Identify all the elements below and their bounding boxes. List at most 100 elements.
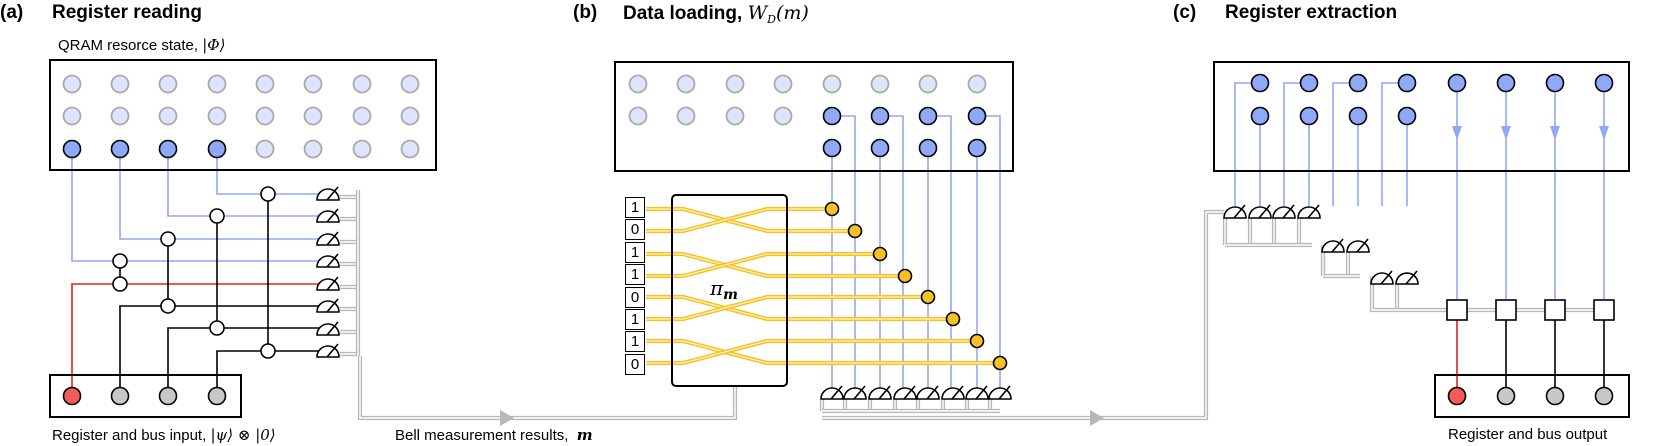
bus-qubit-in xyxy=(110,386,130,406)
resource-state-box-c xyxy=(1213,61,1630,172)
wire-c-upper xyxy=(1234,82,1252,206)
qubit-a xyxy=(110,74,130,94)
qubit-b xyxy=(725,106,745,126)
qubit-b xyxy=(967,74,987,94)
qubit-c xyxy=(1299,73,1319,93)
bit-cell: 1 xyxy=(625,309,645,330)
panel-b-title-sub: D xyxy=(767,13,776,26)
panel-b-letter: (b) xyxy=(573,2,598,23)
teleport-arrow xyxy=(1501,126,1511,140)
resource-state-text: QRAM resorce state, xyxy=(58,37,199,54)
wire-c-upper xyxy=(1332,82,1350,206)
resource-state-label: QRAM resorce state, |Φ⟩ xyxy=(58,36,225,54)
resource-state-box-a xyxy=(49,59,437,171)
qubit-a xyxy=(303,139,323,159)
measurement-icon xyxy=(1395,270,1419,285)
qubit-c xyxy=(1447,73,1467,93)
qubit-b xyxy=(773,106,793,126)
qubit-b xyxy=(822,138,842,158)
qubit-b xyxy=(870,106,890,126)
panel-c-letter: (c) xyxy=(1173,2,1197,23)
wire-a-q3 xyxy=(167,158,320,217)
bit-cell: 1 xyxy=(625,264,645,286)
qubit-a xyxy=(255,139,275,159)
qubit-a xyxy=(303,106,323,126)
correction-gate xyxy=(1593,299,1615,321)
bell-gate-node xyxy=(160,298,176,314)
output-label: Register and bus output xyxy=(1448,426,1608,443)
bit-cell: 1 xyxy=(625,331,645,353)
bit-cell: 0 xyxy=(625,353,645,375)
wire-c-upper xyxy=(1381,82,1399,206)
data-wire-inner xyxy=(646,296,928,320)
measurement-icon xyxy=(941,385,965,400)
wire-a-q1 xyxy=(71,158,320,262)
measurement-icon xyxy=(316,208,340,223)
qubit-a xyxy=(110,139,130,159)
data-node xyxy=(872,246,888,262)
measurement-icon xyxy=(316,321,340,336)
panel-b-title-arg: (m) xyxy=(775,2,809,24)
measurement-icon xyxy=(965,385,989,400)
permutation-box xyxy=(671,194,788,387)
qubit-b xyxy=(870,138,890,158)
correction-gate xyxy=(1495,299,1517,321)
bit-cell: 1 xyxy=(625,197,645,218)
qubit-b xyxy=(628,106,648,126)
measurement-icon xyxy=(868,385,892,400)
panel-b-title-w: W xyxy=(747,2,768,24)
qubit-c xyxy=(1496,73,1516,93)
bell-results-label: Bell measurement results, m xyxy=(395,426,593,444)
measurement-icon xyxy=(988,385,1012,400)
qubit-c xyxy=(1348,106,1368,126)
measurement-icon xyxy=(316,186,340,201)
data-node xyxy=(969,333,985,349)
measurement-icon xyxy=(916,385,940,400)
register-qubit-in xyxy=(62,386,82,406)
measurement-icon xyxy=(1346,238,1370,253)
wire-a-bus2 xyxy=(167,327,320,388)
qubit-a xyxy=(62,106,82,126)
bell-gate-node xyxy=(209,208,225,224)
qubit-a xyxy=(400,74,420,94)
qubit-c xyxy=(1348,73,1368,93)
permutation-label: πm xyxy=(710,276,738,303)
data-node xyxy=(824,201,840,217)
permutation-sub: m xyxy=(723,287,738,303)
bell-gate-node xyxy=(112,253,128,269)
qubit-a xyxy=(400,106,420,126)
qubit-a xyxy=(158,74,178,94)
teleport-arrow xyxy=(1452,126,1462,140)
data-wire xyxy=(646,206,832,234)
qubit-a xyxy=(62,139,82,159)
correction-gate xyxy=(1446,299,1468,321)
measurement-icon xyxy=(316,253,340,268)
bell-gate-node xyxy=(112,276,128,292)
qubit-b xyxy=(967,138,987,158)
qubit-b xyxy=(628,74,648,94)
data-wire xyxy=(646,251,880,279)
qubit-a xyxy=(352,106,372,126)
bit-cell: 1 xyxy=(625,241,645,263)
wire-b-upper xyxy=(888,115,904,389)
qubit-c xyxy=(1594,73,1614,93)
correction-gate xyxy=(1544,299,1566,321)
wire-c-upper xyxy=(1283,82,1301,206)
data-wire-inner xyxy=(646,208,832,232)
measurement-icon xyxy=(316,276,340,291)
qubit-a xyxy=(255,106,275,126)
data-node xyxy=(847,223,863,239)
qubit-b xyxy=(676,106,696,126)
panel-a-letter: (a) xyxy=(0,2,24,23)
bus-qubit-out xyxy=(1594,386,1614,406)
qubit-a xyxy=(303,74,323,94)
data-wire xyxy=(646,251,905,279)
qubit-a xyxy=(110,106,130,126)
wire-a-q2 xyxy=(119,158,320,240)
qubit-b xyxy=(918,138,938,158)
input-label-text: Register and bus input, xyxy=(52,427,207,444)
measurement-icon xyxy=(316,231,340,246)
qubit-a xyxy=(207,106,227,126)
wire-b-upper xyxy=(985,115,1001,389)
